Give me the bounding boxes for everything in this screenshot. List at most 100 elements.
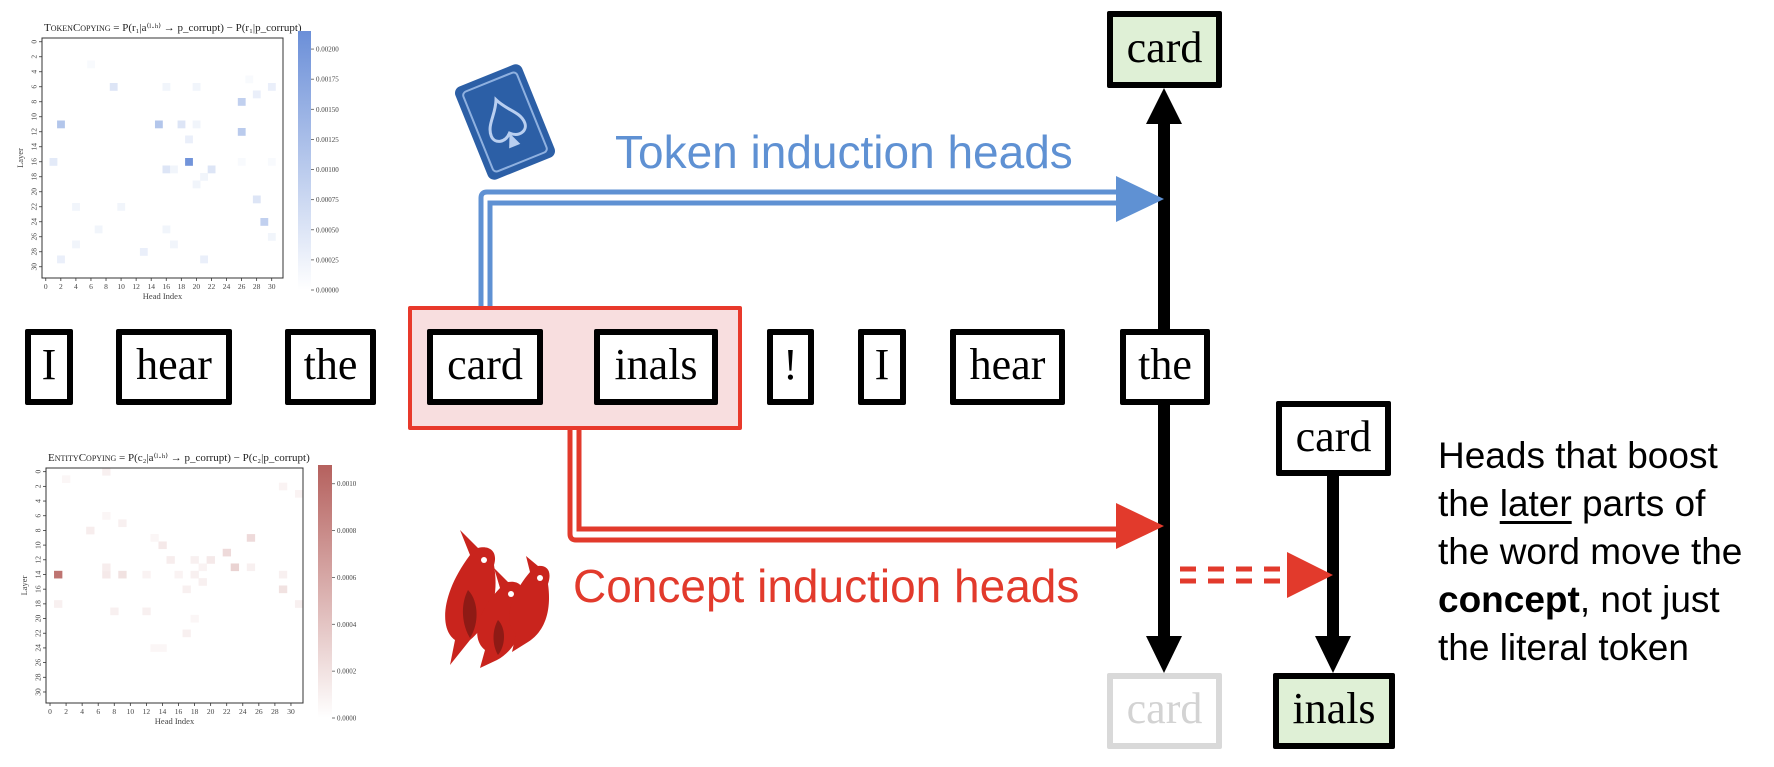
heatmap-cell [87,60,96,69]
token-box: ! [767,329,814,405]
x-tick-label: 26 [255,707,263,716]
heatmap-cell [150,534,159,542]
heatmap-cell [49,158,58,166]
heatmap-cell [246,563,256,572]
heatmap-cell [206,556,215,564]
heatmap-cell [237,128,246,136]
token-induction-arrowhead [1116,176,1164,222]
heatmap-cell [267,233,276,241]
heatmap-cell [294,490,304,498]
heatmap-title: TokenCopying = P(r₁|a⁽ˡ·ʰ⁾ → p_corrupt) … [44,21,302,34]
x-tick-label: 28 [271,707,279,716]
heatmap-cell [192,180,201,189]
explanation-line: the later parts of [1438,480,1742,528]
y-tick-label: 2 [30,55,39,59]
token-box-current: the [1120,329,1210,405]
y-tick-label: 26 [34,659,43,667]
heatmap-title-formula: = P(c₂|a⁽ˡ·ʰ⁾ → p_corrupt) − P(c₂|p_corr… [119,452,310,464]
arrow-down-head [1315,636,1351,673]
output-text: card [1126,22,1203,72]
token-text: I [41,340,57,389]
explanation-line: Heads that boost [1438,435,1718,476]
colorbar-tick-label: 0.00150 [316,106,339,114]
token-text: hear [969,340,1046,389]
colorbar-tick-label: 0.0004 [337,621,357,629]
x-tick-label: 18 [191,707,199,716]
heatmap-cell [109,83,118,91]
heatmap-cell [267,158,276,166]
arrow-down-head [1146,636,1182,673]
heatmap-cell [57,255,65,264]
x-tick-label: 16 [175,707,183,716]
heatmap-cell [162,165,171,174]
output-text: card [1295,411,1372,461]
heatmap-cell [72,203,80,211]
x-tick-label: 28 [253,282,261,291]
colorbar [298,31,311,290]
x-tick-label: 6 [96,707,100,716]
y-tick-label: 22 [34,629,43,637]
heatmap-cell [154,120,163,129]
heatmap-cell [192,120,201,129]
heatmap-cell [237,98,246,106]
y-tick-label: 30 [30,263,39,271]
x-tick-label: 2 [64,707,68,716]
x-tick-label: 16 [163,282,171,291]
heatmap-cell [192,83,201,91]
heatmap-cell [102,512,111,520]
y-tick-label: 18 [30,173,39,181]
heatmap-cell [54,570,63,579]
heatmap-cell [139,248,148,256]
heatmap-cell [207,165,216,174]
x-axis-label: Head Index [143,291,183,301]
heatmap-cell [170,240,178,249]
concept-induction-arrowhead [1116,503,1164,549]
y-axis-label: Layer [15,148,25,168]
x-tick-label: 8 [104,282,108,291]
x-tick-label: 18 [178,282,186,291]
heatmap-cell [142,607,151,616]
x-tick-label: 22 [208,282,216,291]
heatmap-cell [142,570,151,579]
concept-input-box: card [1276,401,1391,476]
x-tick-label: 30 [287,707,295,716]
y-tick-label: 14 [30,143,39,151]
heatmap-cell [294,600,304,608]
explanation-line: concept, not just [1438,576,1742,624]
y-axis-label: Layer [19,575,29,595]
heatmap-cell [198,578,207,586]
y-tick-label: 22 [30,203,39,211]
token-box: hear [116,329,232,405]
text-span: , not just [1579,579,1720,620]
x-tick-label: 4 [80,707,84,716]
token-text: the [303,340,358,389]
colorbar-tick-label: 0.0010 [337,480,357,488]
ghost-output-box: card [1107,673,1222,749]
x-tick-label: 30 [268,282,276,291]
heatmap-cell [200,255,208,264]
heatmap-cell [102,563,111,572]
heatmap-cell [170,165,178,174]
heatmap-cell [158,541,167,550]
y-tick-label: 0 [34,470,43,474]
y-tick-label: 16 [30,158,39,166]
text-span: parts of [1571,483,1706,524]
heatmap-cell [278,585,288,594]
heatmap-title-formula: = P(r₁|a⁽ˡ·ʰ⁾ → p_corrupt) − P(r₁|p_corr… [113,22,302,34]
colorbar-tick-label: 0.00000 [316,287,339,295]
token-box-highlighted: inals [594,329,718,405]
colorbar [318,465,332,718]
colorbar-tick-label: 0.00175 [316,76,339,84]
heatmap-cell [102,468,111,476]
heatmap-cell [245,75,254,84]
output-text: inals [1292,684,1376,733]
heatmap-cell [252,195,261,204]
y-tick-label: 10 [30,113,39,121]
heatmap-cell [174,570,183,579]
x-tick-label: 24 [223,282,231,291]
y-tick-label: 16 [34,585,43,593]
heatmap-cell [185,135,193,144]
heatmap-cell [260,218,269,226]
colorbar-tick-label: 0.0000 [337,715,357,723]
token-text: ! [783,340,798,389]
